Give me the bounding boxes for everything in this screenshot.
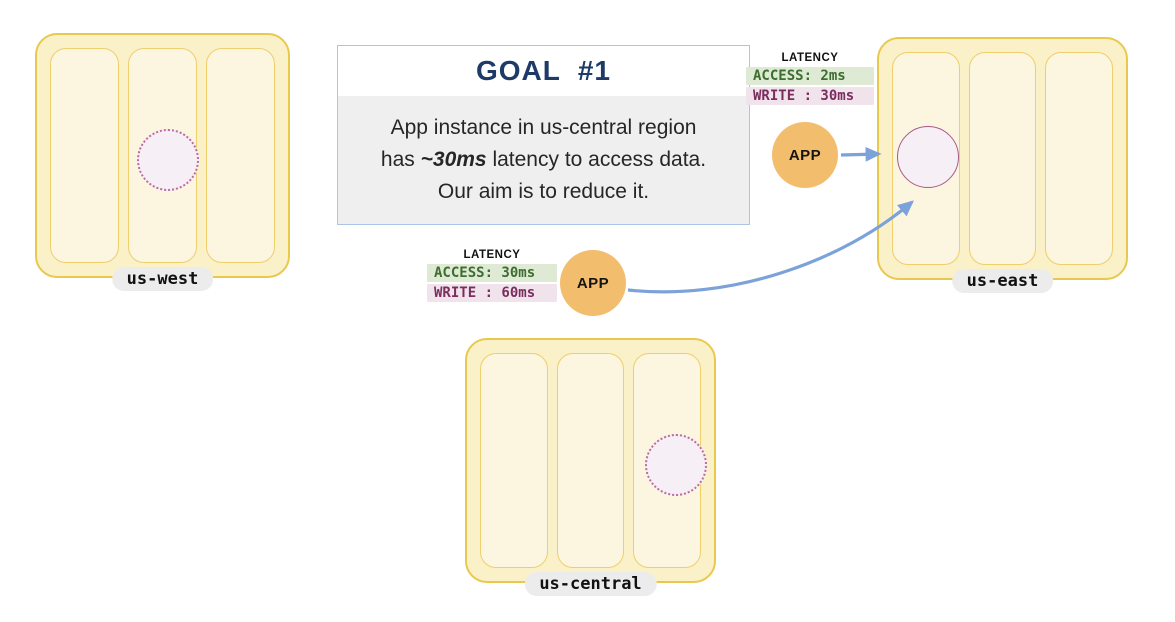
region-label-us-central: us-central [524, 572, 657, 596]
latency-access-east: ACCESS: 2ms [746, 67, 874, 85]
goal-title: GOAL [475, 55, 561, 86]
latency-write-east: WRITE : 30ms [746, 87, 874, 105]
us-east-zone-3 [1045, 52, 1114, 265]
goal-line-1: App instance in us-central region [390, 115, 697, 139]
region-us-central: us-central [465, 338, 716, 596]
us-west-zone-3 [206, 48, 275, 263]
latency-block-us-central-app: LATENCY ACCESS: 30ms WRITE : 60ms [427, 249, 557, 302]
us-west-zone-1 [50, 48, 119, 263]
region-label-us-west: us-west [111, 267, 214, 291]
latency-heading-central: LATENCY [463, 249, 521, 261]
goal-latency-emphasis: ~30ms [420, 147, 487, 171]
app-label-east: APP [788, 146, 822, 164]
latency-block-us-east-app: LATENCY ACCESS: 2ms WRITE : 30ms [746, 52, 874, 105]
data-node-placeholder-us-central [645, 434, 707, 496]
latency-access-central: ACCESS: 30ms [427, 264, 557, 282]
goal-line-2: has ~30ms latency to access data. [380, 147, 707, 171]
region-label-us-east: us-east [951, 269, 1054, 293]
us-central-zone-1 [480, 353, 548, 568]
region-us-east: us-east [877, 37, 1128, 293]
goal-callout: GOAL #1 App instance in us-central regio… [337, 45, 750, 225]
us-east-zone-2 [968, 52, 1037, 265]
arrow-east-app-to-data-node [840, 146, 882, 162]
goal-body-text: App instance in us-central region has ~3… [338, 96, 749, 224]
latency-write-central: WRITE : 60ms [427, 284, 557, 302]
app-label-central: APP [576, 274, 610, 292]
goal-line-3: Our aim is to reduce it. [437, 180, 650, 204]
app-instance-us-east: APP [772, 122, 838, 188]
latency-heading-east: LATENCY [781, 52, 839, 64]
us-central-zone-2 [556, 353, 625, 568]
goal-number: #1 [577, 55, 612, 86]
region-us-west: us-west [35, 33, 290, 291]
app-instance-us-central: APP [560, 250, 626, 316]
data-node-us-east [897, 126, 959, 188]
data-node-placeholder-us-west [137, 129, 199, 191]
goal-header: GOAL #1 [338, 46, 749, 96]
